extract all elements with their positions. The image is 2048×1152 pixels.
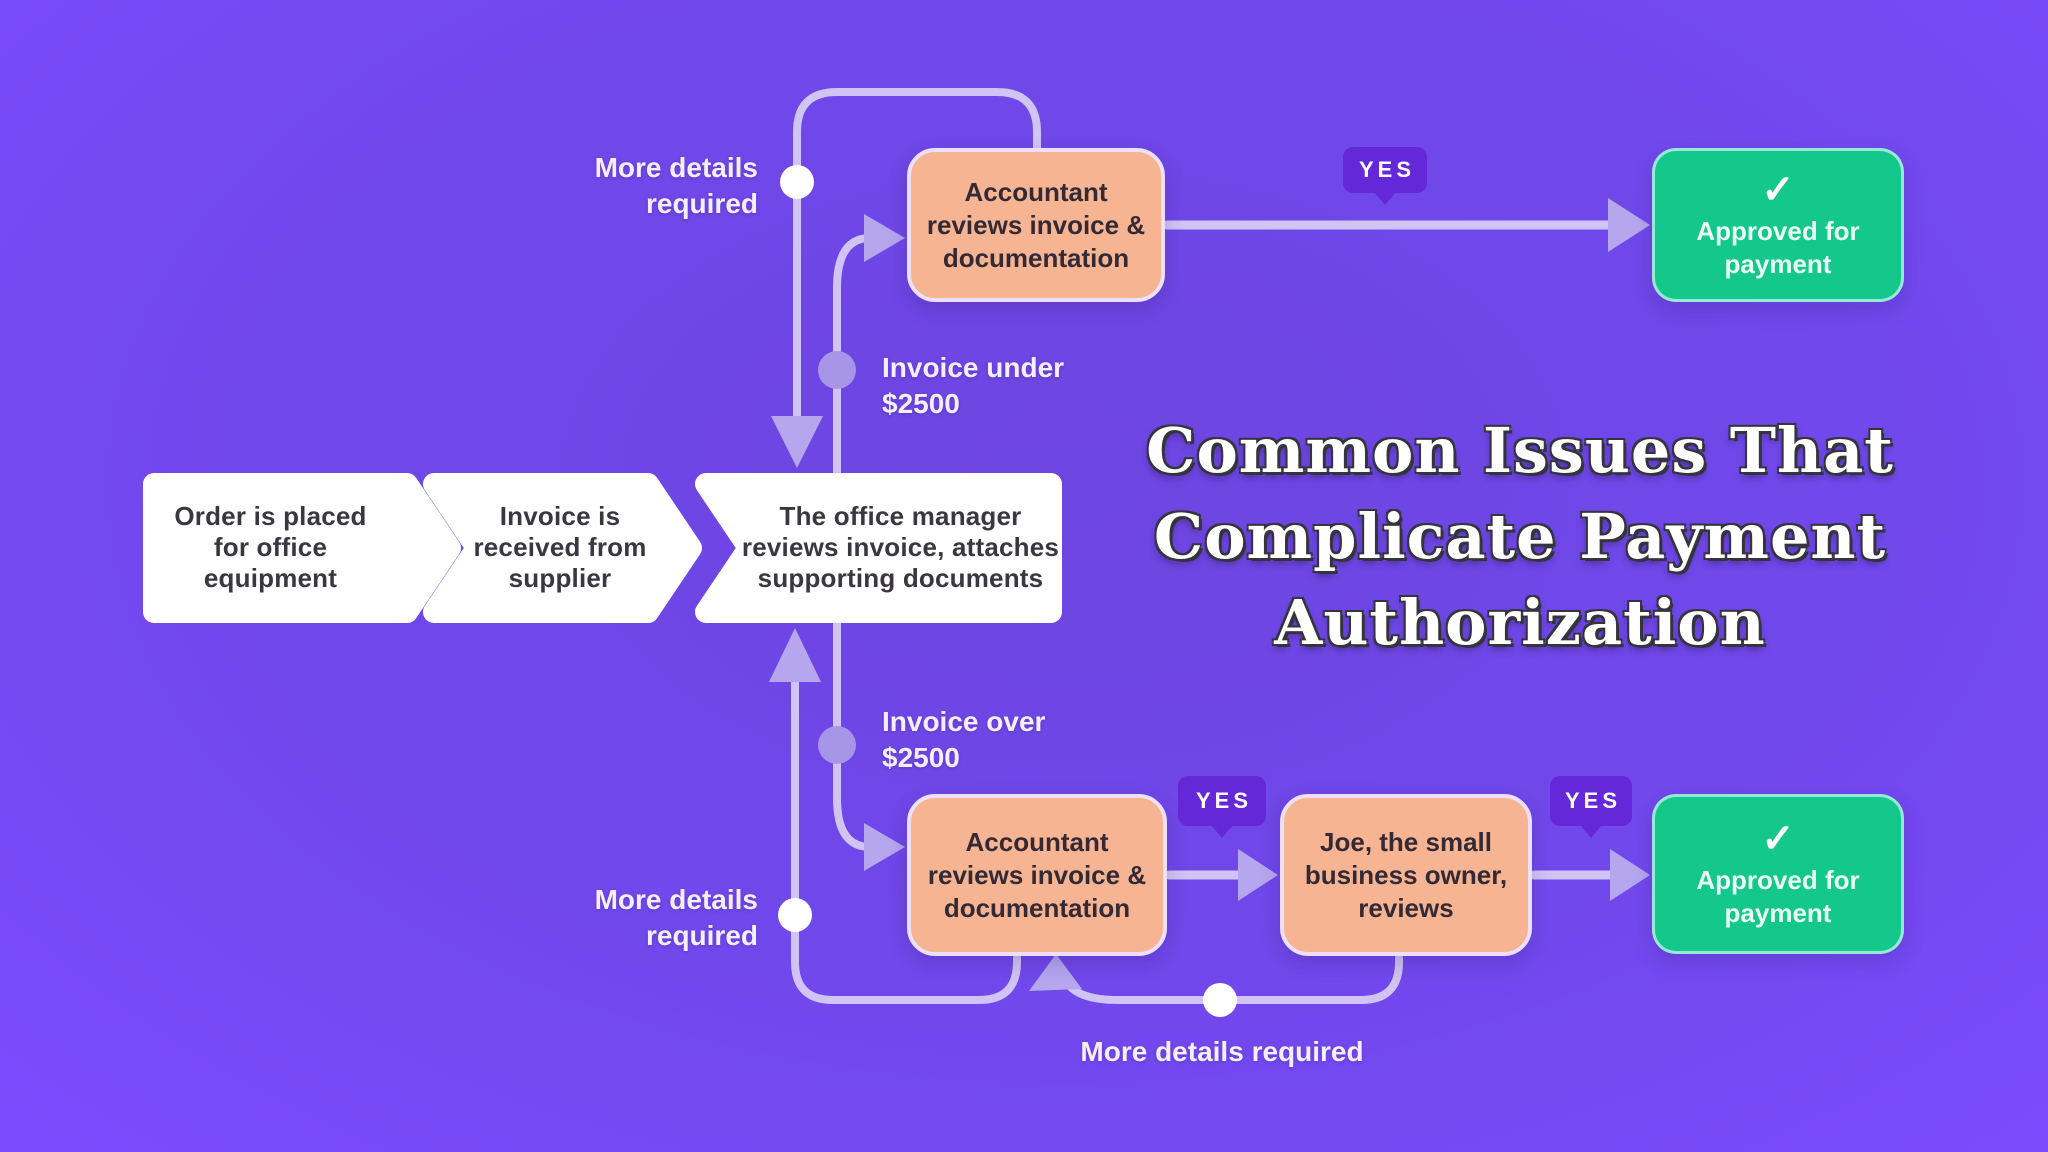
label-invoice-under: Invoice under $2500 bbox=[882, 350, 1142, 422]
yes-badge-top: YES bbox=[1343, 147, 1427, 193]
connector-loop-top bbox=[793, 88, 1041, 420]
accountant-top-line1: Accountant bbox=[964, 176, 1108, 207]
label-invoice-over: Invoice over $2500 bbox=[882, 704, 1142, 776]
approved-bottom-line2: payment bbox=[1724, 898, 1832, 928]
node-approved-bottom: ✓ Approved for payment bbox=[1652, 794, 1904, 954]
label-more-details-top: More details required bbox=[478, 150, 758, 222]
arrow-right-icon bbox=[1610, 849, 1650, 901]
accountant-top-line3: documentation bbox=[942, 242, 1130, 273]
arrow-up-icon bbox=[769, 628, 821, 682]
stage-invoice-label: Invoice is received from supplier bbox=[440, 501, 680, 594]
yes-badge-right-label: YES bbox=[1564, 788, 1622, 813]
connector-invoice-over bbox=[833, 619, 874, 851]
invoice-over-line2: $2500 bbox=[882, 742, 960, 773]
owner-line2: business owner, bbox=[1304, 859, 1508, 890]
node-owner: Joe, the small business owner, reviews bbox=[1280, 794, 1532, 956]
stage-order-label: Order is placed for office equipment bbox=[148, 501, 393, 594]
stage-order-line3: equipment bbox=[203, 563, 338, 593]
stage-invoice-line2: received from bbox=[473, 532, 647, 562]
page-title: Common Issues That Complicate Payment Au… bbox=[1140, 408, 1900, 666]
accountant-bottom-line1: Accountant bbox=[965, 826, 1109, 857]
approved-bottom-line1: Approved for bbox=[1696, 865, 1860, 895]
check-icon: ✓ bbox=[1761, 817, 1795, 861]
approved-top-line1: Approved for bbox=[1696, 216, 1860, 246]
dot-invoice-under bbox=[818, 351, 856, 389]
label-more-details-bottom: More details required bbox=[478, 882, 758, 954]
yes-badge-right: YES bbox=[1550, 776, 1632, 826]
stage-order-line2: for office bbox=[213, 532, 328, 562]
dot-feedback bbox=[1203, 983, 1237, 1017]
stage-manager-line2: reviews invoice, attaches bbox=[741, 532, 1060, 562]
title-line1: Common Issues That bbox=[1146, 414, 1894, 487]
stage-manager-line1: The office manager bbox=[779, 501, 1022, 531]
accountant-bottom-line3: documentation bbox=[943, 892, 1131, 923]
arrow-up-icon bbox=[1029, 954, 1082, 991]
stage-manager-shape bbox=[695, 473, 1062, 623]
node-accountant-bottom: Accountant reviews invoice & documentati… bbox=[907, 794, 1167, 956]
stage-manager-line3: supporting documents bbox=[757, 563, 1044, 593]
stage-invoice-shape bbox=[423, 473, 702, 623]
stage-invoice-line3: supplier bbox=[508, 563, 612, 593]
title-line3: Authorization bbox=[1274, 586, 1766, 659]
accountant-bottom-line2: reviews invoice & bbox=[927, 859, 1147, 890]
more-details-top-line1: More details bbox=[594, 152, 758, 183]
owner-line3: reviews bbox=[1358, 892, 1454, 923]
connector-feedback-loop bbox=[1064, 954, 1403, 1004]
title-line2: Complicate Payment bbox=[1153, 500, 1887, 573]
yes-badge-top-label: YES bbox=[1358, 157, 1416, 182]
connector-invoice-under bbox=[833, 234, 874, 477]
stage-order-shape bbox=[143, 473, 461, 623]
yes-badge-mid: YES bbox=[1178, 776, 1266, 826]
label-more-details-feedback: More details required bbox=[1080, 1036, 1364, 1067]
invoice-under-line2: $2500 bbox=[882, 388, 960, 419]
more-details-bottom-line2: required bbox=[645, 920, 758, 951]
arrow-right-icon bbox=[1608, 198, 1650, 252]
dot-invoice-over bbox=[818, 726, 856, 764]
check-icon: ✓ bbox=[1761, 168, 1795, 212]
approved-top-line2: payment bbox=[1724, 249, 1832, 279]
dot-more-details-top bbox=[780, 165, 814, 199]
more-details-bottom-line1: More details bbox=[594, 884, 758, 915]
stage-invoice-line1: Invoice is bbox=[499, 501, 621, 531]
node-accountant-top: Accountant reviews invoice & documentati… bbox=[907, 148, 1165, 302]
yes-badge-mid-label: YES bbox=[1195, 788, 1253, 813]
accountant-top-line2: reviews invoice & bbox=[926, 209, 1146, 240]
more-details-top-line2: required bbox=[645, 188, 758, 219]
invoice-over-line1: Invoice over bbox=[882, 706, 1046, 737]
arrow-right-icon bbox=[864, 214, 905, 262]
arrow-down-icon bbox=[771, 416, 823, 468]
arrow-right-icon bbox=[1238, 849, 1278, 901]
stage-manager-label: The office manager reviews invoice, atta… bbox=[728, 501, 1073, 594]
connector-loop-bottom-left bbox=[791, 678, 1021, 1004]
invoice-under-line1: Invoice under bbox=[882, 352, 1065, 383]
dot-more-details-bottom bbox=[778, 898, 812, 932]
arrow-right-icon bbox=[864, 823, 905, 871]
owner-line1: Joe, the small bbox=[1320, 826, 1492, 857]
node-approved-top: ✓ Approved for payment bbox=[1652, 148, 1904, 302]
stage-order-line1: Order is placed bbox=[174, 501, 367, 531]
